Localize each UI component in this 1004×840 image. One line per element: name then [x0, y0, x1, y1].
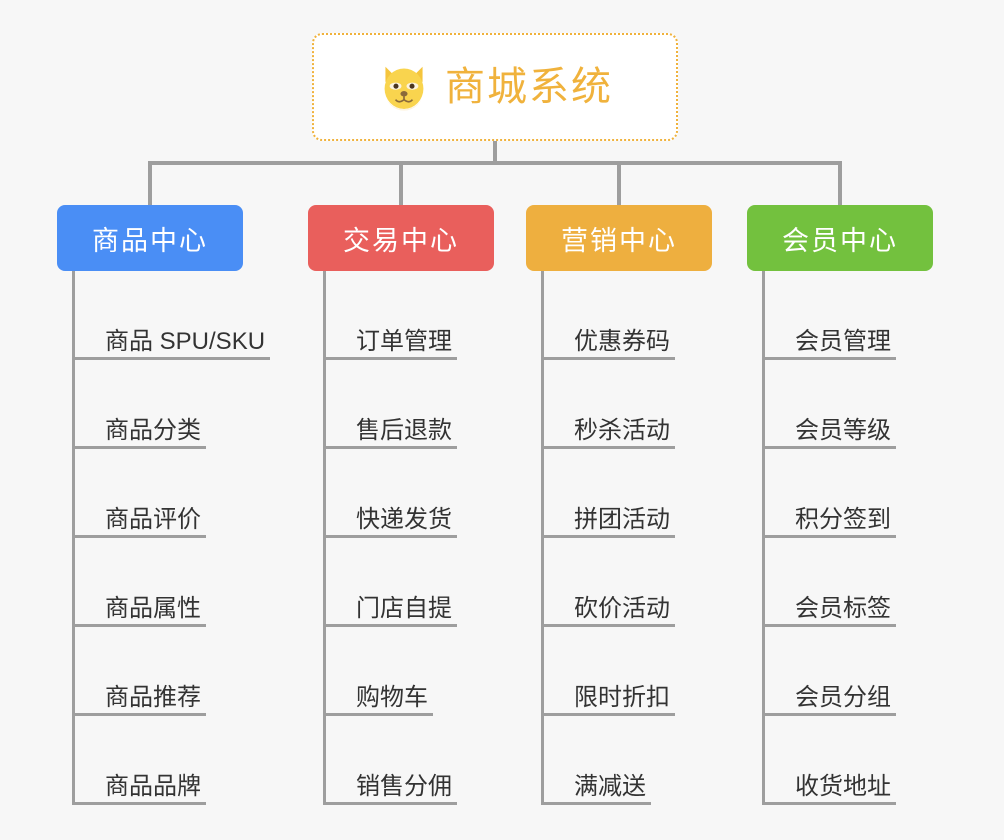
connector-drop-4 [838, 161, 842, 205]
leaf-underline [541, 624, 675, 627]
leaf-underline [541, 713, 675, 716]
leaf-list-3: 优惠券码 秒杀活动 拼团活动 砍价活动 限时折扣 满减送 [541, 271, 734, 805]
connector-horizontal-bus [148, 161, 842, 165]
leaf-underline [323, 802, 457, 805]
leaf-item[interactable]: 拼团活动 [541, 449, 734, 538]
connector-drop-1 [148, 161, 152, 205]
leaf-underline [541, 446, 675, 449]
leaf-label: 快递发货 [356, 506, 452, 534]
leaf-label: 订单管理 [356, 328, 452, 356]
connector-root-stem [493, 141, 497, 163]
branch-header-3[interactable]: 营销中心 [526, 205, 712, 271]
branch-header-1[interactable]: 商品中心 [57, 205, 243, 271]
leaf-underline [541, 357, 675, 360]
leaf-label: 会员等级 [795, 417, 891, 445]
leaf-label: 销售分佣 [356, 773, 452, 801]
connector-drop-2 [399, 161, 403, 205]
leaf-label: 商品品牌 [105, 773, 201, 801]
leaf-item[interactable]: 会员等级 [762, 360, 955, 449]
leaf-underline [323, 357, 457, 360]
leaf-item[interactable]: 会员分组 [762, 627, 955, 716]
leaf-label: 售后退款 [356, 417, 452, 445]
leaf-label: 商品 SPU/SKU [105, 328, 266, 356]
leaf-underline [762, 713, 896, 716]
leaf-item[interactable]: 门店自提 [323, 538, 516, 627]
leaf-underline [762, 624, 896, 627]
leaf-underline [541, 802, 651, 805]
leaf-item[interactable]: 商品属性 [72, 538, 285, 627]
connector-drop-3 [617, 161, 621, 205]
leaf-label: 商品推荐 [105, 684, 201, 712]
leaf-underline [762, 357, 896, 360]
leaf-underline [762, 802, 896, 805]
leaf-label: 商品分类 [105, 417, 201, 445]
root-title: 商城系统 [445, 65, 613, 109]
root-node[interactable]: 商城系统 [312, 33, 678, 141]
leaf-label: 拼团活动 [574, 506, 670, 534]
branch-column-2: 交易中心 订单管理 售后退款 快递发货 门店自提 购物车 [308, 205, 516, 805]
branch-label: 会员中心 [782, 225, 898, 256]
leaf-item[interactable]: 砍价活动 [541, 538, 734, 627]
leaf-item[interactable]: 满减送 [541, 716, 734, 805]
leaf-underline [72, 624, 206, 627]
leaf-underline [541, 535, 675, 538]
leaf-list-1: 商品 SPU/SKU 商品分类 商品评价 商品属性 商品推荐 商品品牌 [72, 271, 285, 805]
leaf-item[interactable]: 商品品牌 [72, 716, 285, 805]
branch-column-4: 会员中心 会员管理 会员等级 积分签到 会员标签 会员分组 [747, 205, 955, 805]
leaf-underline [762, 535, 896, 538]
leaf-label: 满减送 [574, 773, 646, 801]
leaf-label: 会员标签 [795, 595, 891, 623]
leaf-underline [72, 446, 206, 449]
leaf-label: 商品评价 [105, 506, 201, 534]
leaf-item[interactable]: 商品推荐 [72, 627, 285, 716]
leaf-label: 限时折扣 [574, 684, 670, 712]
leaf-label: 会员分组 [795, 684, 891, 712]
leaf-item[interactable]: 销售分佣 [323, 716, 516, 805]
branch-header-2[interactable]: 交易中心 [308, 205, 494, 271]
branch-header-4[interactable]: 会员中心 [747, 205, 933, 271]
branch-label: 营销中心 [561, 225, 677, 256]
leaf-label: 商品属性 [105, 595, 201, 623]
leaf-label: 砍价活动 [574, 595, 670, 623]
leaf-label: 收货地址 [795, 773, 891, 801]
leaf-item[interactable]: 商品评价 [72, 449, 285, 538]
branch-label: 交易中心 [343, 225, 459, 256]
leaf-label: 秒杀活动 [574, 417, 670, 445]
leaf-label: 门店自提 [356, 595, 452, 623]
leaf-item[interactable]: 秒杀活动 [541, 360, 734, 449]
leaf-underline [762, 446, 896, 449]
leaf-item[interactable]: 购物车 [323, 627, 516, 716]
branch-column-1: 商品中心 商品 SPU/SKU 商品分类 商品评价 商品属性 商品推荐 [57, 205, 285, 805]
leaf-item[interactable]: 收货地址 [762, 716, 955, 805]
shiba-dog-emoji [384, 66, 424, 111]
leaf-underline [72, 713, 206, 716]
leaf-underline [323, 535, 457, 538]
leaf-item[interactable]: 商品分类 [72, 360, 285, 449]
leaf-label: 会员管理 [795, 328, 891, 356]
leaf-label: 积分签到 [795, 506, 891, 534]
leaf-underline [323, 446, 457, 449]
leaf-item[interactable]: 快递发货 [323, 449, 516, 538]
leaf-item[interactable]: 限时折扣 [541, 627, 734, 716]
leaf-label: 购物车 [356, 684, 428, 712]
branch-label: 商品中心 [92, 225, 208, 256]
leaf-list-2: 订单管理 售后退款 快递发货 门店自提 购物车 销售分佣 [323, 271, 516, 805]
leaf-underline [72, 357, 271, 360]
leaf-label: 优惠券码 [574, 328, 670, 356]
leaf-underline [323, 713, 433, 716]
branch-column-3: 营销中心 优惠券码 秒杀活动 拼团活动 砍价活动 限时折扣 [526, 205, 734, 805]
leaf-item[interactable]: 订单管理 [323, 271, 516, 360]
leaf-item[interactable]: 售后退款 [323, 360, 516, 449]
leaf-item[interactable]: 会员管理 [762, 271, 955, 360]
leaf-underline [72, 535, 206, 538]
leaf-underline [72, 802, 206, 805]
leaf-item[interactable]: 优惠券码 [541, 271, 734, 360]
leaf-item[interactable]: 商品 SPU/SKU [72, 271, 285, 360]
leaf-list-4: 会员管理 会员等级 积分签到 会员标签 会员分组 收货地址 [762, 271, 955, 805]
leaf-item[interactable]: 会员标签 [762, 538, 955, 627]
leaf-item[interactable]: 积分签到 [762, 449, 955, 538]
leaf-underline [323, 624, 457, 627]
